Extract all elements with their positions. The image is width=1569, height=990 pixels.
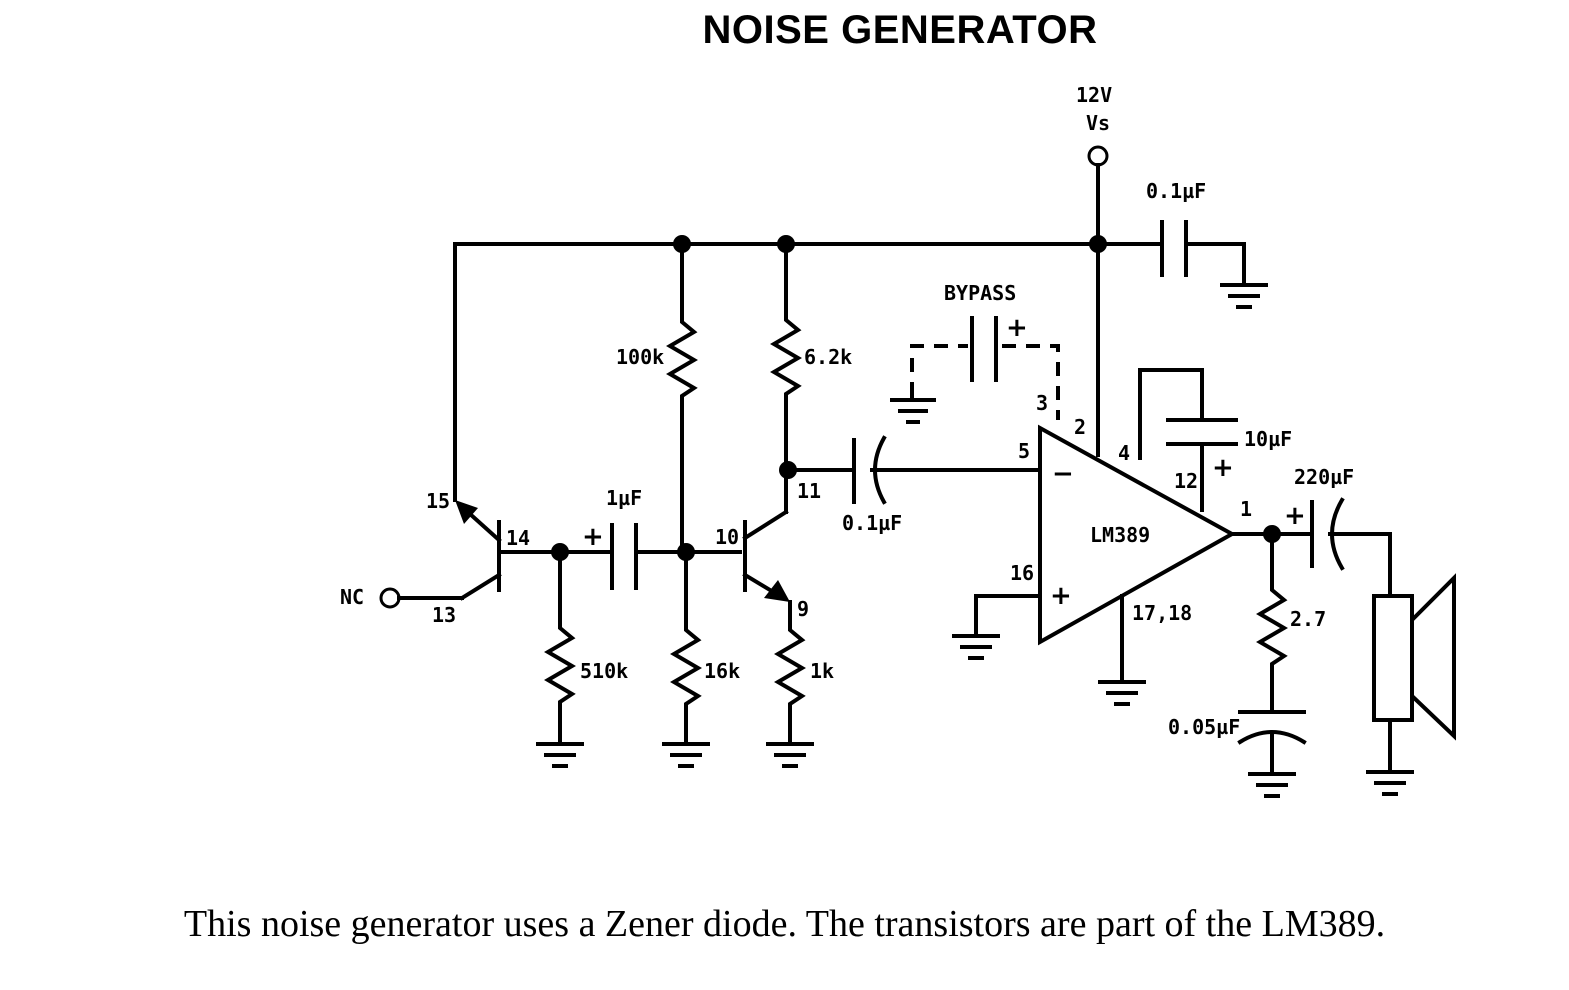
pin-14-label: 14: [506, 526, 530, 550]
pin-10-label: 10: [715, 525, 739, 549]
caption: This noise generator uses a Zener diode.…: [183, 903, 1386, 945]
capacitor-0-05uf: 0.05µF: [1168, 710, 1307, 798]
inverting-input-sign: −: [1052, 459, 1074, 489]
pin-3-label: 3: [1036, 391, 1048, 415]
cap0-05uf-label: 0.05µF: [1168, 715, 1240, 739]
bypass-capacitor: BYPASS +: [890, 281, 1060, 424]
junction-dot: [1089, 235, 1107, 253]
pin-2-label: 2: [1074, 415, 1086, 439]
resistor-16k: 16k: [662, 550, 740, 768]
pin-9-label: 9: [797, 597, 809, 621]
pin-12-label: 12: [1174, 469, 1198, 493]
resistor-6-2k: 6.2k: [770, 242, 852, 514]
supply-name-label: Vs: [1086, 111, 1110, 135]
supply-terminal: 12V Vs: [1076, 83, 1112, 457]
emitter-arrow: [764, 580, 790, 602]
cap10uf-plus: +: [1212, 453, 1234, 483]
supply-cap-label: 0.1µF: [1146, 179, 1206, 203]
emitter-arrow: [455, 500, 478, 524]
r16k-label: 16k: [704, 659, 740, 683]
cap220uf-plus: +: [1284, 501, 1306, 531]
pin-4-label: 4: [1118, 441, 1130, 465]
lm389-amplifier: LM389 − + 3 2 4 5 16 12 1 17,18: [1010, 391, 1252, 646]
capacitor-10uf: + 10µF: [1166, 418, 1292, 512]
pin-13-label: 13: [432, 603, 456, 627]
pin-5-label: 5: [1018, 439, 1030, 463]
coupling-capacitor: 0.1µF: [786, 435, 1042, 535]
pin-11-label: 11: [797, 479, 821, 503]
pin-15-label: 15: [426, 489, 450, 513]
coupling-cap-label: 0.1µF: [842, 511, 902, 535]
pin-16-label: 16: [1010, 561, 1034, 585]
cap10uf-label: 10µF: [1244, 427, 1292, 451]
pin4-wire: [1138, 368, 1204, 460]
bypass-plus: +: [1006, 313, 1028, 343]
cap1uf-label: 1µF: [606, 486, 642, 510]
supply-capacitor: 0.1µF: [1146, 179, 1268, 309]
ic-name-label: LM389: [1090, 523, 1150, 547]
transistor-q2: 10 9 11: [715, 479, 821, 621]
transistor-q1: 15 14 13: [426, 489, 612, 627]
r100k-label: 100k: [616, 345, 664, 369]
resistor-100k: 100k: [616, 242, 698, 554]
noise-generator-schematic: 12V Vs 0.1µF 15 14 13 NC: [340, 83, 1456, 798]
r1k-label: 1k: [810, 659, 834, 683]
pin-17-18-label: 17,18: [1132, 601, 1192, 625]
bypass-label: BYPASS: [944, 281, 1016, 305]
r510k-label: 510k: [580, 659, 628, 683]
noninverting-input-sign: +: [1050, 581, 1072, 611]
cap220uf-label: 220µF: [1294, 465, 1354, 489]
nc-terminal: NC: [340, 585, 464, 609]
supply-terminal-circle: [1087, 145, 1109, 167]
resistor-1k: 1k: [766, 600, 834, 768]
pin16-wire: [974, 594, 1042, 636]
supply-voltage-label: 12V: [1076, 83, 1112, 107]
r6-2k-label: 6.2k: [804, 345, 852, 369]
r2-7-label: 2.7: [1290, 607, 1326, 631]
pin-1-label: 1: [1240, 497, 1252, 521]
resistor-2-7: 2.7: [1256, 532, 1326, 712]
page-title: NOISE GENERATOR: [702, 8, 1098, 52]
cap1uf-plus: +: [582, 522, 604, 552]
resistor-510k: 510k: [536, 550, 628, 768]
speaker: [1366, 573, 1456, 796]
capacitor-220uf: + 220µF: [1284, 465, 1392, 598]
nc-label: NC: [340, 585, 364, 609]
